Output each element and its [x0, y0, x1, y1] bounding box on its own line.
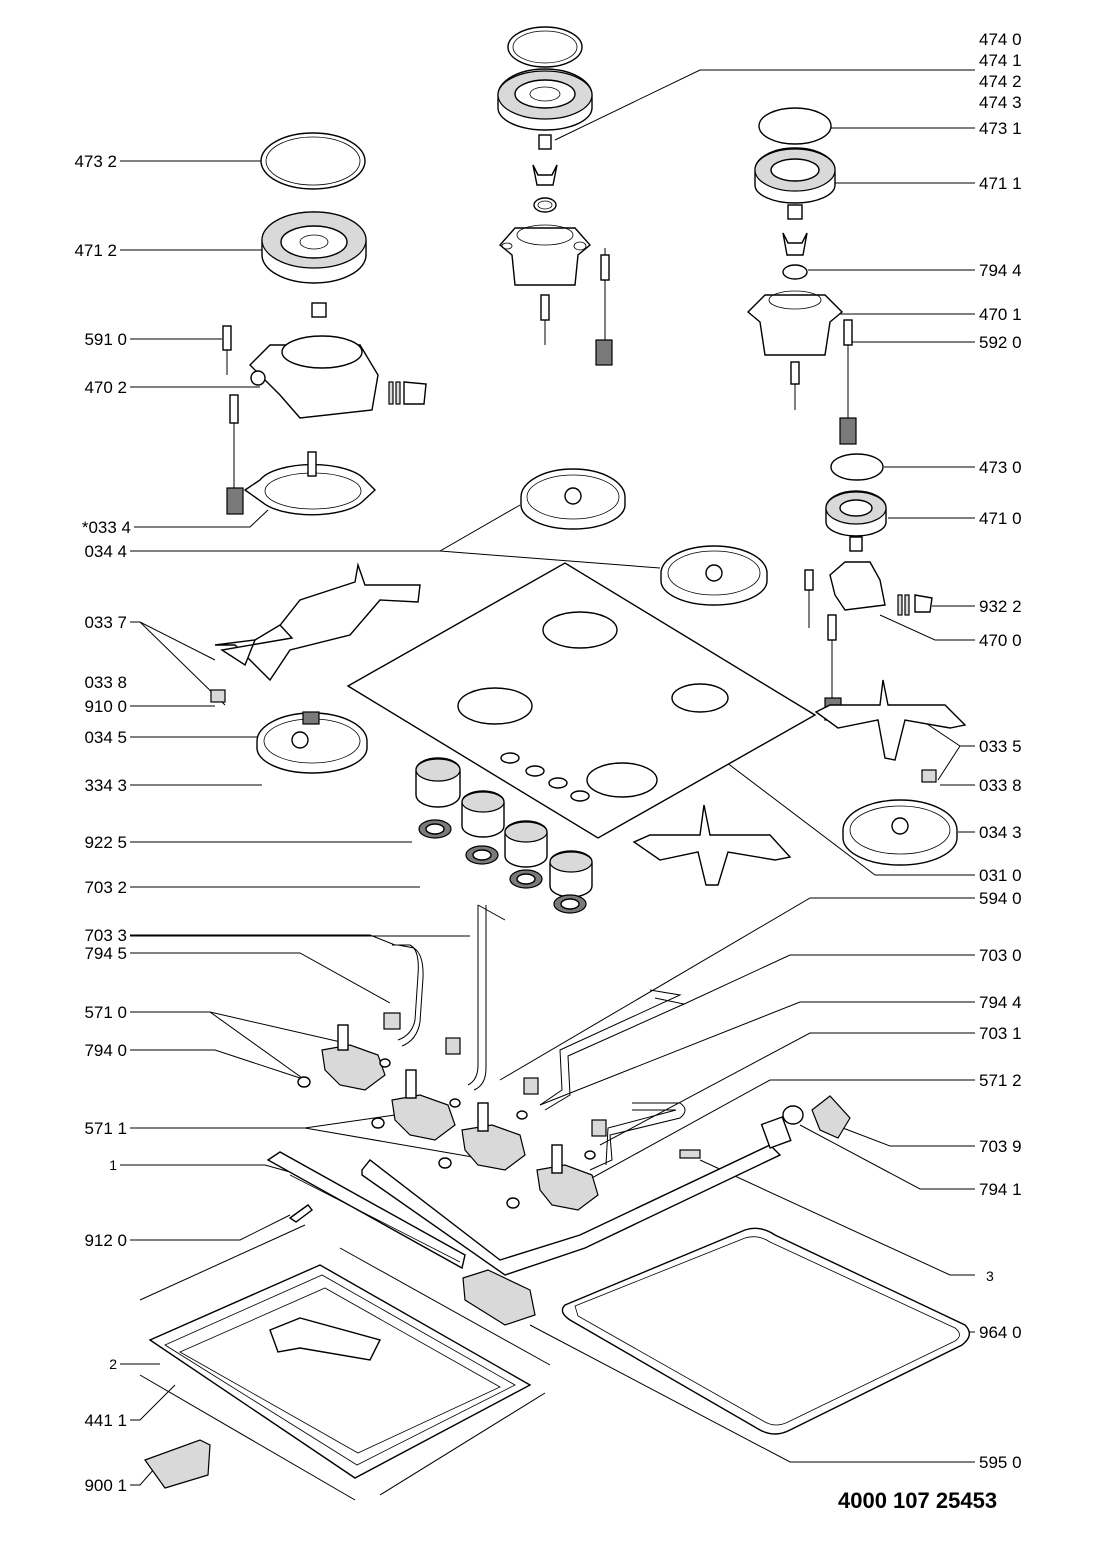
label-033-7: 033 7 [84, 613, 127, 632]
label-900-1: 900 1 [84, 1476, 127, 1495]
label-571-0: 571 0 [84, 1003, 127, 1022]
label-794-4-top: 794 4 [979, 261, 1022, 280]
label-794-4-bottom: 794 4 [979, 993, 1022, 1012]
label-033-8-left: 033 8 [84, 673, 127, 692]
label-034-4: 034 4 [84, 542, 127, 561]
label-592-0: 592 0 [979, 333, 1022, 352]
label-471-0: 471 0 [979, 509, 1022, 528]
label-474-1: 474 1 [979, 51, 1022, 70]
label-1: 1 [109, 1157, 117, 1173]
label-473-0: 473 0 [979, 458, 1022, 477]
burner-474 [497, 26, 613, 366]
label-471-1: 471 1 [979, 174, 1022, 193]
label-594-0: 594 0 [979, 889, 1022, 908]
label-441-1: 441 1 [84, 1411, 127, 1430]
burner-471-1 [746, 107, 857, 445]
label-470-0: 470 0 [979, 631, 1022, 650]
label-470-2: 470 2 [84, 378, 127, 397]
label-591-0: 591 0 [84, 330, 127, 349]
label-703-2: 703 2 [84, 878, 127, 897]
base-pan [139, 1224, 970, 1501]
label-932-2: 932 2 [979, 597, 1022, 616]
label-471-2: 471 2 [74, 241, 117, 260]
label-794-5: 794 5 [84, 944, 127, 963]
label-703-9: 703 9 [979, 1137, 1022, 1156]
burner-471-2 [222, 132, 427, 516]
cap-plates-034 [256, 468, 958, 866]
label-473-2: 473 2 [74, 152, 117, 171]
gas-valves-and-pipes [297, 904, 851, 1276]
label-031-0: 031 0 [979, 866, 1022, 885]
label-922-5: 922 5 [84, 833, 127, 852]
label-474-0: 474 0 [979, 30, 1022, 49]
label-473-1: 473 1 [979, 119, 1022, 138]
label-034-3: 034 3 [979, 823, 1022, 842]
label-703-0: 703 0 [979, 946, 1022, 965]
label-2: 2 [109, 1356, 117, 1372]
label-571-1: 571 1 [84, 1119, 127, 1138]
label-3: 3 [986, 1268, 994, 1284]
label-595-0: 595 0 [979, 1453, 1022, 1472]
label-033-4: *033 4 [82, 518, 131, 537]
label-033-5: 033 5 [979, 737, 1022, 756]
label-794-1: 794 1 [979, 1180, 1022, 1199]
label-703-1: 703 1 [979, 1024, 1022, 1043]
label-571-2: 571 2 [979, 1071, 1022, 1090]
rail-and-screw [266, 1151, 466, 1270]
label-474-2: 474 2 [979, 72, 1022, 91]
label-470-1: 470 1 [979, 305, 1022, 324]
label-794-0: 794 0 [84, 1041, 127, 1060]
leader-lines [120, 69, 975, 1486]
label-034-5: 034 5 [84, 728, 127, 747]
document-number: 4000 107 25453 [838, 1488, 998, 1513]
label-474-3: 474 3 [979, 93, 1022, 112]
label-334-3: 334 3 [84, 776, 127, 795]
label-964-0: 964 0 [979, 1323, 1022, 1342]
burner-471-0 [804, 453, 933, 721]
label-910-0: 910 0 [84, 697, 127, 716]
knobs [302, 711, 593, 914]
label-703-3: 703 3 [84, 926, 127, 945]
part-labels: 474 0 474 1 474 2 474 3 473 1 471 1 794 … [74, 30, 1021, 1495]
pan-supports [210, 562, 967, 886]
label-912-0: 912 0 [84, 1231, 127, 1250]
hob-top-031-0 [346, 562, 817, 839]
label-033-8-right: 033 8 [979, 776, 1022, 795]
